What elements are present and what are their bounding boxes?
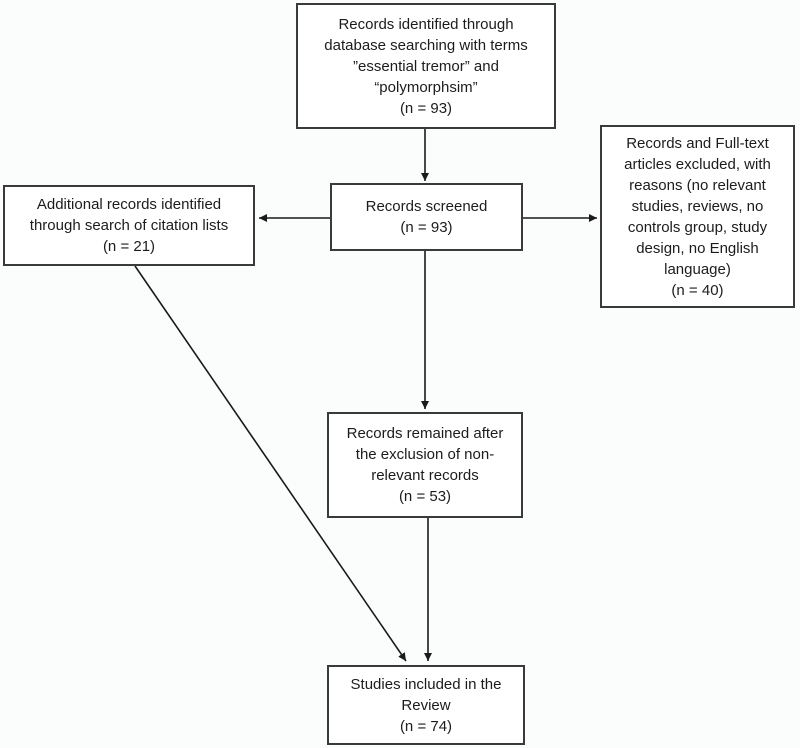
node-records-remained: Records remained after the exclusion of … [327,412,523,518]
node-studies-included-label: Studies included in the Review (n = 74) [350,675,502,735]
node-records-identified: Records identified through database sear… [296,3,556,129]
node-records-excluded-label: Records and Full-text articles excluded,… [624,134,771,299]
arrow-additional-to-included [134,265,407,662]
node-additional-records-label: Additional records identified through se… [29,196,229,255]
node-records-screened: Records screened (n = 93) [330,183,523,251]
node-records-remained-label: Records remained after the exclusion of … [346,425,504,505]
node-studies-included: Studies included in the Review (n = 74) [327,665,525,745]
node-additional-records: Additional records identified through se… [3,185,255,266]
node-records-identified-label: Records identified through database sear… [324,15,528,117]
node-records-screened-label: Records screened (n = 93) [365,198,488,236]
node-records-excluded: Records and Full-text articles excluded,… [600,125,795,308]
